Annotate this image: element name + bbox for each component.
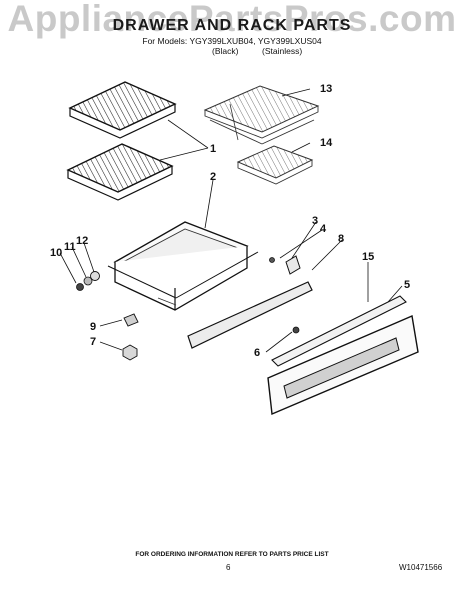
drawer-bracket <box>269 255 301 275</box>
drawer-trim <box>271 295 407 367</box>
drawer-pan <box>107 221 259 311</box>
leader-lines <box>59 88 403 353</box>
oven-rack-upper <box>68 81 177 139</box>
bumper <box>122 344 138 361</box>
ordering-note: FOR ORDERING INFORMATION REFER TO PARTS … <box>135 551 329 558</box>
model-numbers: For Models: YGY399LXUB04, YGY399LXUS04 <box>142 36 322 46</box>
callout-14: 14 <box>320 137 333 149</box>
half-rack <box>236 145 314 185</box>
variant-stainless: (Stainless) <box>262 46 303 56</box>
callout-4: 4 <box>320 223 327 235</box>
document-number: W10471566 <box>399 563 443 572</box>
callout-3: 3 <box>312 215 318 227</box>
diagram-title: DRAWER AND RACK PARTS <box>112 17 352 34</box>
glide-clip <box>123 313 139 327</box>
callout-10: 10 <box>50 247 62 259</box>
callout-8: 8 <box>338 233 344 245</box>
front-screw <box>292 326 300 334</box>
gliding-rack <box>203 85 320 145</box>
variant-black: (Black) <box>212 46 239 56</box>
callout-15: 15 <box>362 251 374 263</box>
watermark: AppliancePartsPros.com <box>7 0 457 39</box>
callout-11: 11 <box>64 241 76 253</box>
callout-5: 5 <box>404 279 410 291</box>
callout-9: 9 <box>90 321 96 333</box>
callout-12: 12 <box>76 235 88 247</box>
drawer-front-support <box>187 281 313 349</box>
callout-2: 2 <box>210 171 216 183</box>
page-number: 6 <box>226 563 231 572</box>
callout-6: 6 <box>254 347 260 359</box>
callout-13: 13 <box>320 83 332 95</box>
callout-1: 1 <box>210 143 216 155</box>
callout-7: 7 <box>90 336 96 348</box>
drawer-front-panel <box>267 315 419 416</box>
glide-hardware <box>76 271 100 291</box>
oven-rack-lower <box>66 143 174 201</box>
